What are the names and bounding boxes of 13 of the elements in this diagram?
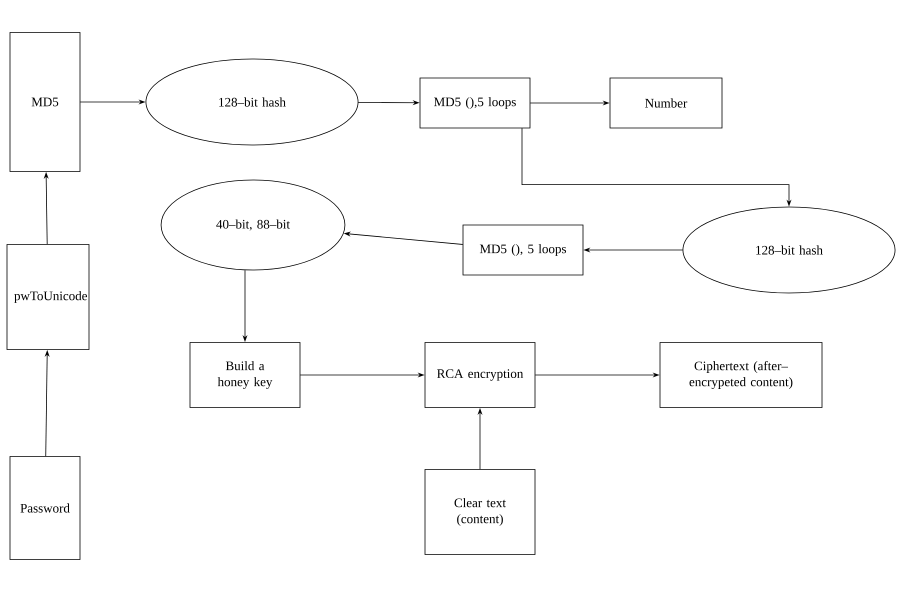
- ellipse-node: 128–bit hash: [146, 58, 358, 146]
- process-box: Ciphertext (after– encrypeted content): [660, 342, 822, 408]
- process-box: Build a honey key: [190, 342, 300, 408]
- ellipse-node: 128–bit hash: [682, 206, 896, 294]
- process-box: MD5 (),5 loops: [420, 78, 530, 128]
- process-box: Clear text (content): [424, 469, 536, 555]
- process-box: Number: [610, 78, 722, 128]
- process-box: MD5 (), 5 loops: [462, 224, 584, 276]
- ellipse-node: 40–bit, 88–bit: [160, 180, 346, 270]
- process-box: Password: [10, 456, 80, 560]
- process-box: MD5: [10, 32, 80, 172]
- process-box: RCA encryption: [424, 342, 536, 408]
- process-box: pwToUnicode: [6, 244, 90, 350]
